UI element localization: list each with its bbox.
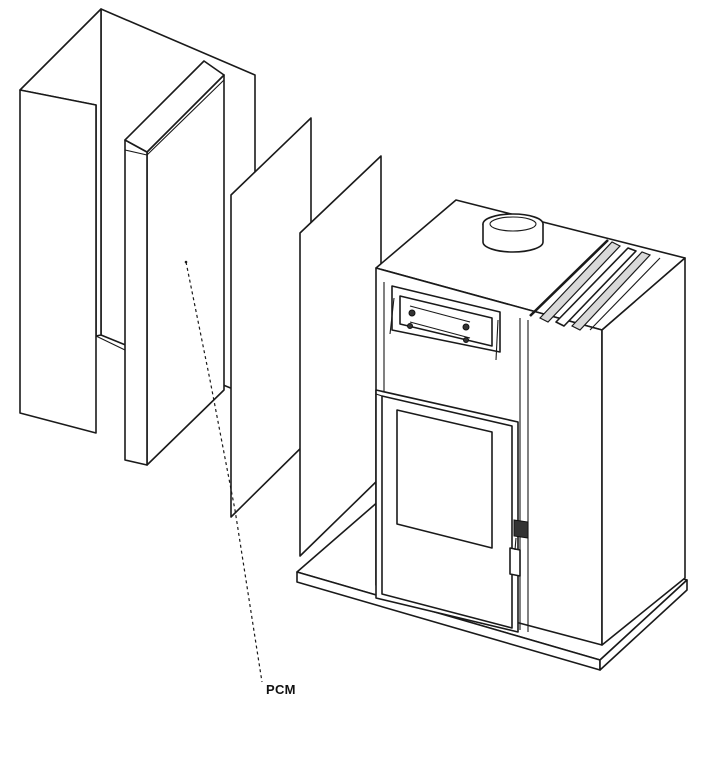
- pcm-sheet-rear: [299, 155, 382, 557]
- leader-dot: [184, 260, 188, 264]
- insulation-block: [124, 60, 225, 466]
- pcm-label: PCM: [266, 682, 296, 697]
- stove-housing: [296, 199, 688, 671]
- pcm-leader-line: [185, 261, 263, 683]
